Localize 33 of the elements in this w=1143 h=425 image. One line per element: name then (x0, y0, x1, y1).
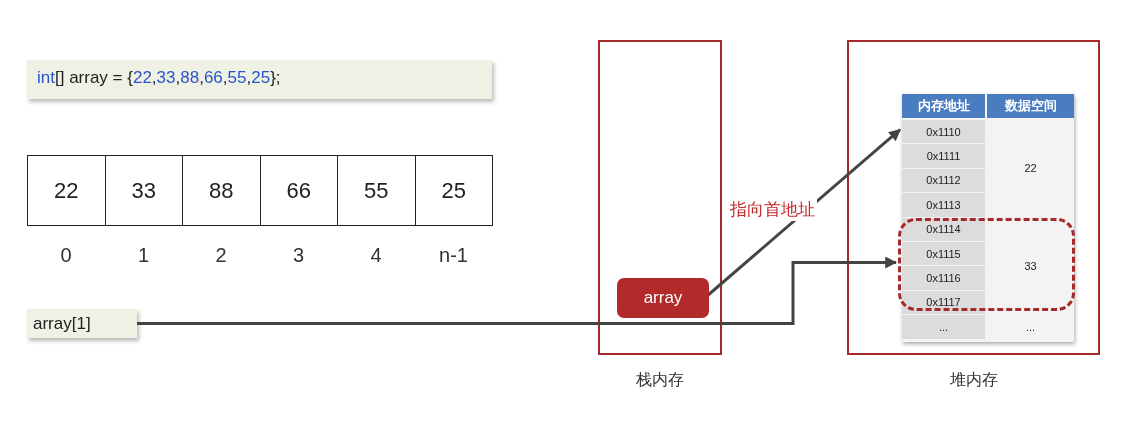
table-cell-text: 22 (1023, 161, 1038, 177)
variable-box: array[1] (27, 309, 137, 338)
table-cell: 0x1111 (902, 144, 985, 168)
index-label: 4 (369, 242, 383, 268)
array-cell: 66 (259, 155, 338, 226)
index-label: 3 (291, 242, 306, 268)
table-cell: 0x1112 (902, 168, 985, 193)
array-cell: 88 (182, 155, 261, 226)
stack-memory-frame (598, 40, 722, 355)
table-header: 内存地址 (902, 94, 985, 118)
memory-caption: 栈内存 (635, 369, 685, 390)
code-box: int[] array = {22,33,88,66,55,25}; (27, 60, 492, 99)
variable-box: array (617, 278, 709, 318)
edge-label: 指向首地址 (728, 198, 817, 221)
table-cell-text: 33 (1023, 258, 1038, 274)
table-cell: 0x1110 (902, 120, 985, 144)
table-header: 数据空间 (987, 94, 1074, 118)
index-label: 0 (59, 242, 73, 268)
array-cell: 33 (104, 155, 183, 226)
table-cell-text: ... (1024, 319, 1037, 335)
index-label: 1 (136, 242, 151, 268)
array-cell: 25 (414, 155, 493, 226)
heap-memory-frame (847, 40, 1100, 355)
memory-caption: 堆内存 (948, 369, 999, 390)
table-cell: 0x1116 (902, 266, 985, 290)
array-cell: 22 (27, 155, 106, 226)
array-cell: 55 (337, 155, 416, 226)
table-cell: 0x1115 (902, 242, 985, 266)
index-label: 2 (214, 242, 228, 268)
index-label: n-1 (438, 242, 469, 268)
arrow (137, 256, 898, 325)
table-cell: 0x1113 (902, 193, 985, 217)
table-cell: ... (902, 315, 985, 339)
